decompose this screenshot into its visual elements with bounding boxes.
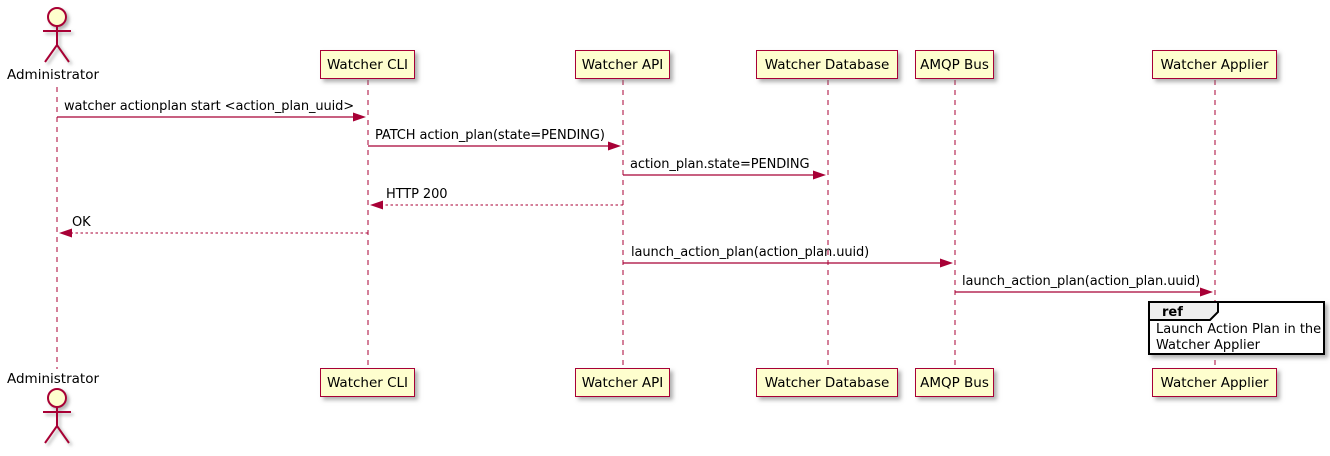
message-arrow-6 xyxy=(623,258,953,268)
message-5-label: OK xyxy=(72,215,91,230)
participant-label: Watcher Applier xyxy=(1160,374,1269,391)
message-1-label: watcher actionplan start <action_plan_uu… xyxy=(64,99,355,114)
message-arrow-3 xyxy=(623,170,826,180)
participant-amqp-bus-bottom: AMQP Bus xyxy=(915,368,994,397)
participant-watcher-database-bottom: Watcher Database xyxy=(756,368,898,397)
participant-watcher-applier-bottom: Watcher Applier xyxy=(1152,368,1277,397)
participant-watcher-api-bottom: Watcher API xyxy=(575,368,670,397)
message-2-label: PATCH action_plan(state=PENDING) xyxy=(375,128,605,143)
actor-label-administrator-bottom: Administrator xyxy=(6,371,100,387)
message-arrow-2 xyxy=(368,141,621,151)
message-7-label: launch_action_plan(action_plan.uuid) xyxy=(962,274,1201,289)
participant-watcher-database-top: Watcher Database xyxy=(756,50,898,79)
participant-label: AMQP Bus xyxy=(920,56,989,73)
ref-tab: ref xyxy=(1148,301,1219,321)
ref-text-line-1: Launch Action Plan in the xyxy=(1156,322,1322,337)
ref-text-line-2: Watcher Applier xyxy=(1156,338,1260,353)
participant-watcher-applier-top: Watcher Applier xyxy=(1152,50,1277,79)
participant-label: Watcher Applier xyxy=(1160,56,1269,73)
participant-label: Watcher API xyxy=(581,374,664,391)
message-arrow-1 xyxy=(57,112,366,122)
message-6-label: launch_action_plan(action_plan.uuid) xyxy=(631,245,870,260)
participant-label: Watcher CLI xyxy=(326,56,409,73)
participant-label: Watcher Database xyxy=(764,374,890,391)
participant-watcher-cli-top: Watcher CLI xyxy=(320,50,415,79)
participant-label: Watcher CLI xyxy=(326,374,409,391)
ref-fragment: ref Launch Action Plan in the Watcher Ap… xyxy=(1148,301,1325,355)
actor-label-administrator-top: Administrator xyxy=(6,67,100,83)
participant-watcher-api-top: Watcher API xyxy=(575,50,670,79)
participant-amqp-bus-top: AMQP Bus xyxy=(915,50,994,79)
participant-watcher-cli-bottom: Watcher CLI xyxy=(320,368,415,397)
participant-label: AMQP Bus xyxy=(920,374,989,391)
participant-label: Watcher API xyxy=(581,56,664,73)
ref-keyword: ref xyxy=(1162,305,1183,320)
actor-figure-administrator-top xyxy=(43,7,71,63)
message-arrow-4 xyxy=(370,200,623,210)
ref-text: Launch Action Plan in the Watcher Applie… xyxy=(1156,322,1322,354)
message-arrow-5 xyxy=(59,228,368,238)
message-arrow-7 xyxy=(955,287,1213,297)
lifelines xyxy=(56,80,1216,369)
message-4-label: HTTP 200 xyxy=(386,187,448,202)
participant-label: Watcher Database xyxy=(764,56,890,73)
message-3-label: action_plan.state=PENDING xyxy=(630,157,810,172)
actor-figure-administrator-bottom xyxy=(43,388,71,444)
